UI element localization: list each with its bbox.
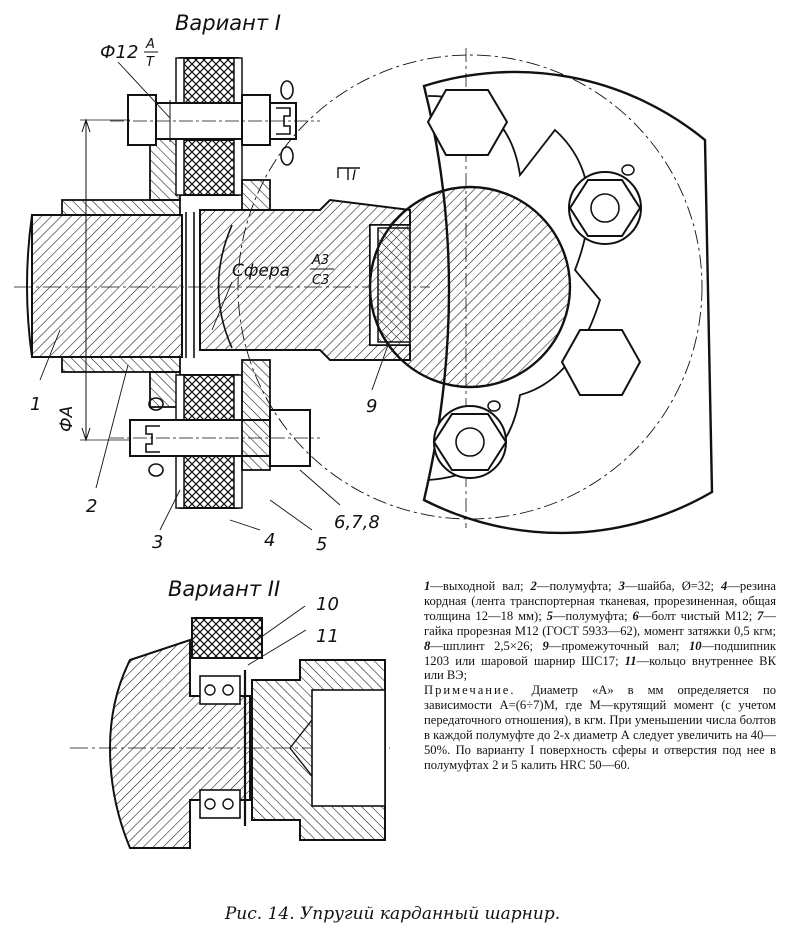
- legend-number: 8: [424, 638, 431, 653]
- legend-number: 9: [542, 638, 549, 653]
- legend-number: 4: [721, 579, 728, 593]
- legend-text: —шплинт 2,5×26;: [430, 638, 543, 653]
- legend-text: —гайка прорезная М12 (ГОСТ 5933—62), мом…: [424, 608, 776, 638]
- note-title: Примечание.: [424, 683, 532, 698]
- svg-text:Т: Т: [146, 55, 155, 70]
- label-11: 11: [316, 626, 339, 647]
- legend-number: 10: [688, 638, 702, 653]
- figure-caption: Рис. 14. Упругий карданный шарнир.: [224, 904, 561, 924]
- svg-text:Ф12: Ф12: [100, 42, 138, 63]
- variant2-section: 10 11: [70, 594, 390, 849]
- phiA-label: ФA: [57, 406, 77, 432]
- legend-text: —промежуточный вал;: [548, 638, 689, 653]
- end-view: [237, 48, 714, 535]
- diameter-A-dimension: ФA: [57, 118, 130, 442]
- parts-legend: 1—выходной вал; 2—полумуфта; 3—шайба, Ø=…: [424, 579, 776, 773]
- svg-text:I: I: [352, 168, 356, 184]
- legend-number: 5: [546, 608, 553, 623]
- svg-text:Сфера: Сфера: [232, 261, 290, 281]
- sphere-annotation: Сфера A3 C3: [211, 253, 334, 331]
- legend-text: —кольцо внутреннее ВК или ВЭ;: [424, 653, 776, 683]
- svg-text:2: 2: [86, 496, 97, 517]
- svg-text:C3: C3: [312, 273, 329, 288]
- svg-text:A3: A3: [311, 253, 329, 268]
- part-callouts: 1 2 3 4 5 6,7,8 9: [30, 329, 389, 555]
- svg-text:9: 9: [366, 396, 377, 417]
- legend-text: —шайба, Ø=32;: [624, 579, 722, 593]
- note: Примечание. Диаметр «А» в мм определяетс…: [424, 683, 776, 772]
- legend-text: —резина кордная (лента транспортерная тк…: [424, 579, 776, 623]
- legend-text: —выходной вал;: [430, 579, 531, 593]
- svg-text:5: 5: [316, 534, 327, 555]
- legend-text: —болт чистый М12;: [638, 608, 758, 623]
- legend-text: —подшипник 1203 или шаровой шарнир ШС17;: [424, 638, 776, 668]
- legend-items: 1—выходной вал; 2—полумуфта; 3—шайба, Ø=…: [424, 579, 776, 683]
- section-mark: I: [337, 167, 360, 184]
- svg-text:6,7,8: 6,7,8: [334, 512, 380, 533]
- legend-number: 6: [632, 608, 639, 623]
- bolt-upper: [110, 80, 320, 166]
- legend-text: —полумуфта;: [536, 579, 619, 593]
- note-text: Диаметр «А» в мм определяется по зависим…: [424, 683, 776, 772]
- legend-number: 1: [424, 579, 431, 593]
- bolt-lower: [110, 397, 320, 477]
- legend-number: 3: [618, 579, 625, 593]
- label-10: 10: [316, 594, 339, 615]
- legend-text: —полумуфта;: [552, 608, 633, 623]
- svg-text:3: 3: [152, 532, 163, 553]
- legend-number: 11: [624, 653, 637, 668]
- legend-number: 7: [757, 608, 764, 623]
- variant1-title: Вариант I: [175, 11, 281, 35]
- svg-text:A: A: [145, 37, 155, 52]
- fit-annotation: Ф12 A Т: [100, 37, 171, 142]
- svg-text:1: 1: [30, 394, 41, 415]
- svg-text:4: 4: [264, 530, 275, 551]
- legend-number: 2: [530, 579, 537, 593]
- half-coupling-2: [61, 129, 181, 408]
- output-shaft-1: [26, 214, 183, 358]
- variant2-title: Вариант II: [168, 577, 280, 601]
